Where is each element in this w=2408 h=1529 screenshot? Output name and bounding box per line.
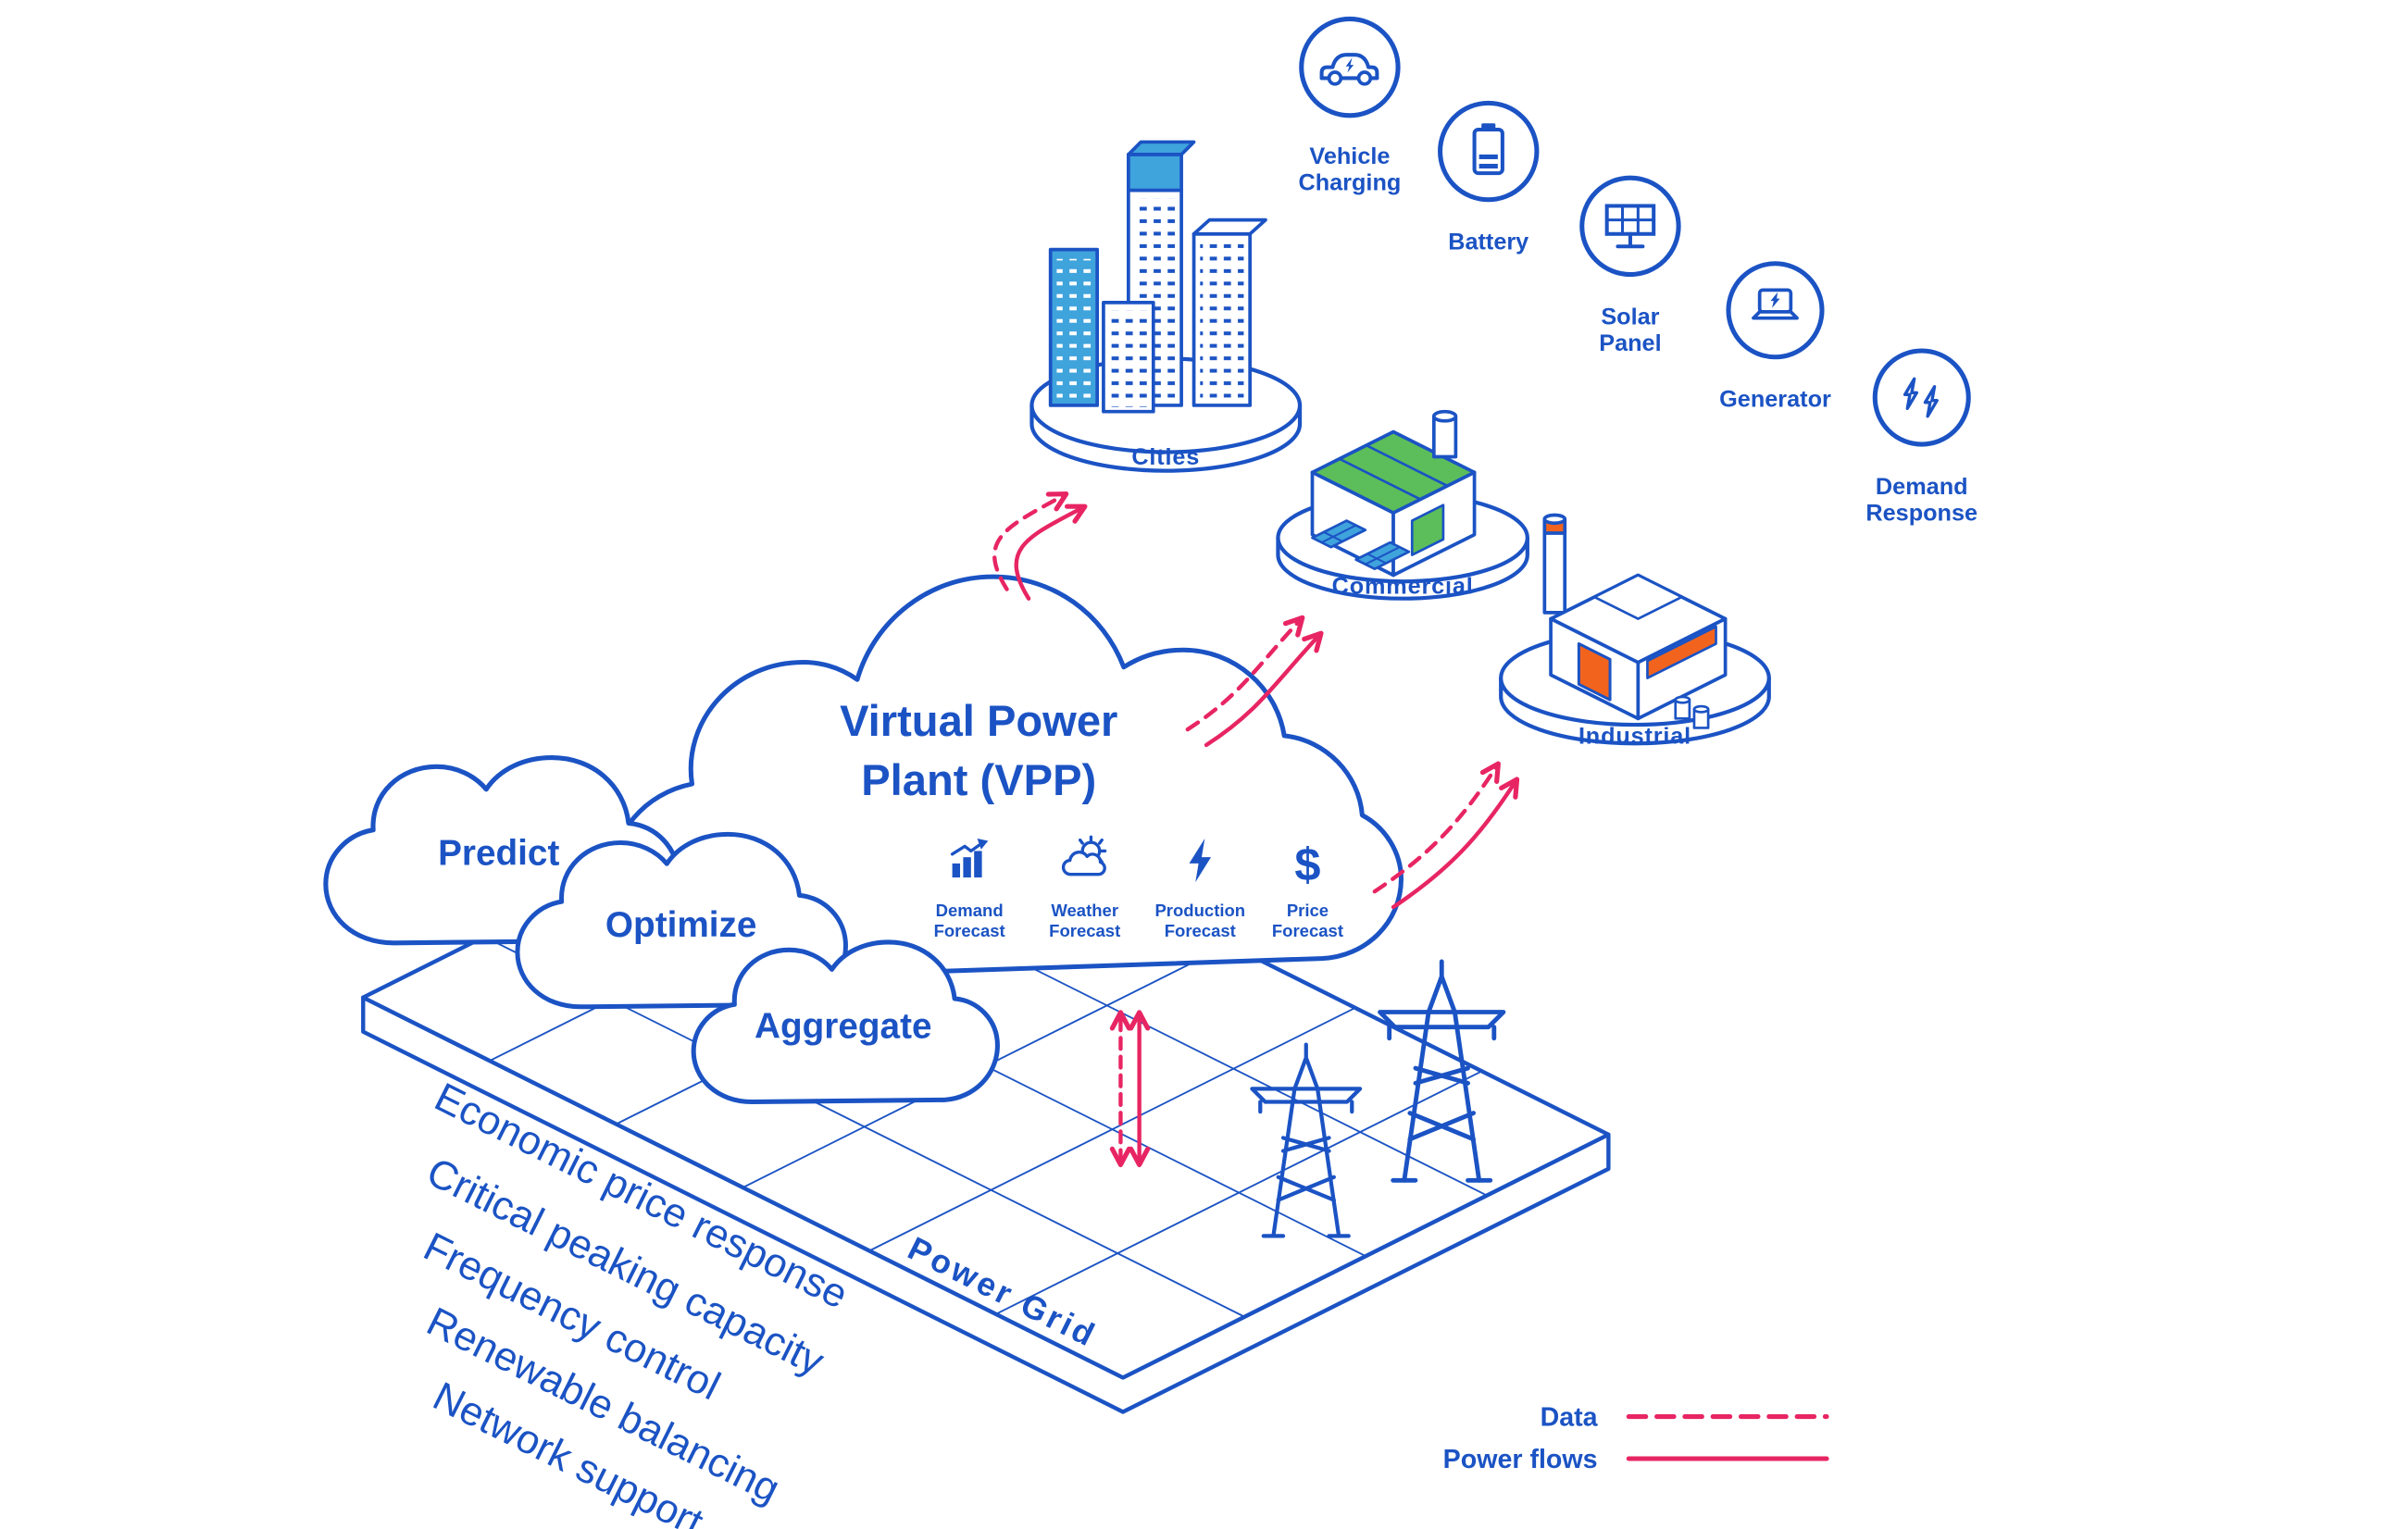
industrial-building-icon xyxy=(1542,513,1728,729)
production-forecast-icon xyxy=(1189,838,1212,883)
vpp-cloud-shape xyxy=(608,574,1404,982)
site-commercial: Commercial xyxy=(1276,409,1529,601)
site-industrial: Industrial xyxy=(1499,513,1771,749)
solar-array-icon xyxy=(1311,519,1411,571)
site-cities: Cities xyxy=(1029,140,1303,473)
optimize-label: Optimize xyxy=(605,905,757,945)
vpp-title-line2: Plant (VPP) xyxy=(861,755,1096,804)
legend-data-label: Data xyxy=(1541,1403,1599,1433)
data-arrow-cities xyxy=(992,491,1069,591)
commercial-label: Commercial xyxy=(1332,574,1474,600)
power-arrow-commercial xyxy=(1204,630,1324,748)
power-arrow-cities xyxy=(1014,503,1088,601)
cities-label: Cities xyxy=(1131,444,1200,470)
data-arrow-commercial xyxy=(1185,615,1305,732)
battery-icon xyxy=(1438,100,1540,203)
generator-icon xyxy=(1726,261,1825,360)
flow-arrows xyxy=(992,491,1520,1168)
barrel-icon xyxy=(1674,695,1710,729)
battery-label: Battery xyxy=(1448,230,1528,255)
vehicle-charging-icon xyxy=(1299,16,1401,118)
demand-forecast-icon xyxy=(950,838,989,878)
commercial-building-icon xyxy=(1310,409,1477,578)
vpp-title-line1: Virtual Power xyxy=(840,696,1117,745)
aggregate-label: Aggregate xyxy=(755,1006,931,1046)
power-arrow-industrial xyxy=(1391,777,1520,910)
industrial-label: Industrial xyxy=(1578,723,1691,749)
weather-forecast-icon xyxy=(1061,835,1107,876)
predict-label: Predict xyxy=(438,834,559,874)
legend-power-flows-label: Power flows xyxy=(1443,1445,1598,1474)
price-forecast-icon: $ xyxy=(1294,838,1320,890)
data-arrow-industrial xyxy=(1372,761,1501,894)
legend: Data Power flows xyxy=(1443,1403,1829,1474)
vpp-cloud: Virtual Power Plant (VPP) Predict Optimi… xyxy=(326,574,1404,1101)
demand-response-icon xyxy=(1872,348,1971,447)
city-buildings-icon xyxy=(1048,140,1267,414)
solar-panel-icon xyxy=(1579,175,1681,278)
generator-label: Generator xyxy=(1719,387,1831,413)
svg-text:$: $ xyxy=(1294,838,1320,890)
